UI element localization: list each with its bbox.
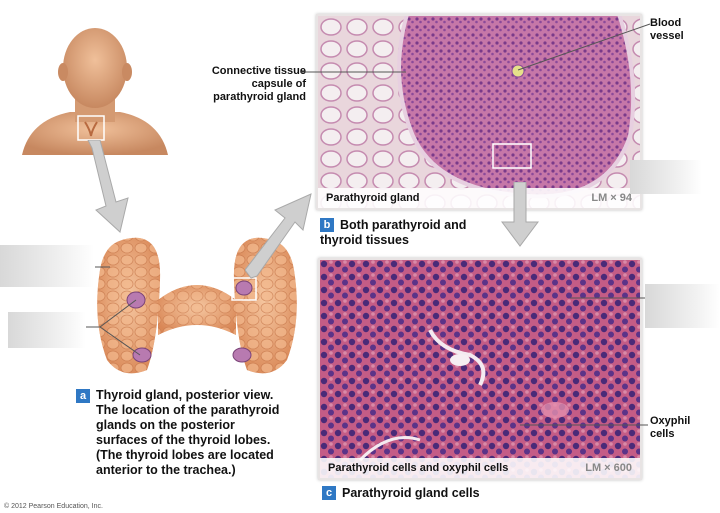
caption-a-text: Thyroid gland, posterior view. The locat… — [96, 388, 280, 477]
caption-panel-c: c Parathyroid gland cells — [322, 486, 582, 501]
micrograph-c-magnification: LM × 600 — [585, 462, 632, 474]
panel-c-leader-line-upper — [570, 297, 648, 299]
blank-label-box-thyroid-1[interactable] — [0, 245, 94, 287]
copyright-notice: © 2012 Pearson Education, Inc. — [4, 503, 103, 510]
badge-b: b — [320, 218, 334, 232]
caption-panel-a: a Thyroid gland, posterior view. The loc… — [76, 388, 311, 478]
micrograph-b-magnification: LM × 94 — [591, 192, 632, 204]
blank-label-box-panel-c[interactable] — [645, 284, 720, 328]
parathyroid-gland-left-lower — [132, 347, 152, 363]
arrow-down-to-thyroid — [87, 140, 129, 233]
oxyphil-leader-line — [520, 424, 648, 426]
badge-a: a — [76, 389, 90, 403]
micrograph-b-caption-strip: Parathyroid gland LM × 94 — [318, 188, 640, 208]
badge-c: c — [322, 486, 336, 500]
thyroid-leader-lines — [85, 266, 141, 356]
capsule-leader-line — [300, 71, 406, 73]
blank-label-box-panel-b[interactable] — [630, 160, 702, 194]
arrow-to-panel-b — [245, 193, 312, 279]
caption-b-text: Both parathyroid and thyroid tissues — [320, 218, 467, 247]
parathyroid-cells-micrograph — [320, 260, 640, 478]
parathyroid-gland-right-lower — [232, 347, 252, 363]
blank-label-box-thyroid-2[interactable] — [8, 312, 86, 348]
blood-vessel-leader-line — [517, 23, 651, 71]
micrograph-b-label: Parathyroid gland — [326, 192, 420, 204]
arrow-to-panel-c — [501, 182, 539, 247]
micrograph-panel-c: Parathyroid cells and oxyphil cells LM ×… — [318, 258, 642, 480]
micrograph-c-caption-strip: Parathyroid cells and oxyphil cells LM ×… — [320, 458, 640, 478]
micrograph-panel-b: Parathyroid gland LM × 94 — [316, 14, 642, 210]
label-blood-vessel: Blood vessel — [650, 17, 684, 42]
parathyroid-gland-right-upper — [235, 280, 253, 296]
label-connective-tissue-capsule: Connective tissue capsule of parathyroid… — [211, 65, 306, 103]
head-back-illustration — [22, 28, 168, 155]
caption-c-text: Parathyroid gland cells — [342, 486, 480, 500]
label-oxyphil-cells: Oxyphil cells — [650, 415, 691, 440]
micrograph-c-label: Parathyroid cells and oxyphil cells — [328, 462, 509, 474]
parathyroid-thyroid-micrograph — [318, 16, 640, 208]
